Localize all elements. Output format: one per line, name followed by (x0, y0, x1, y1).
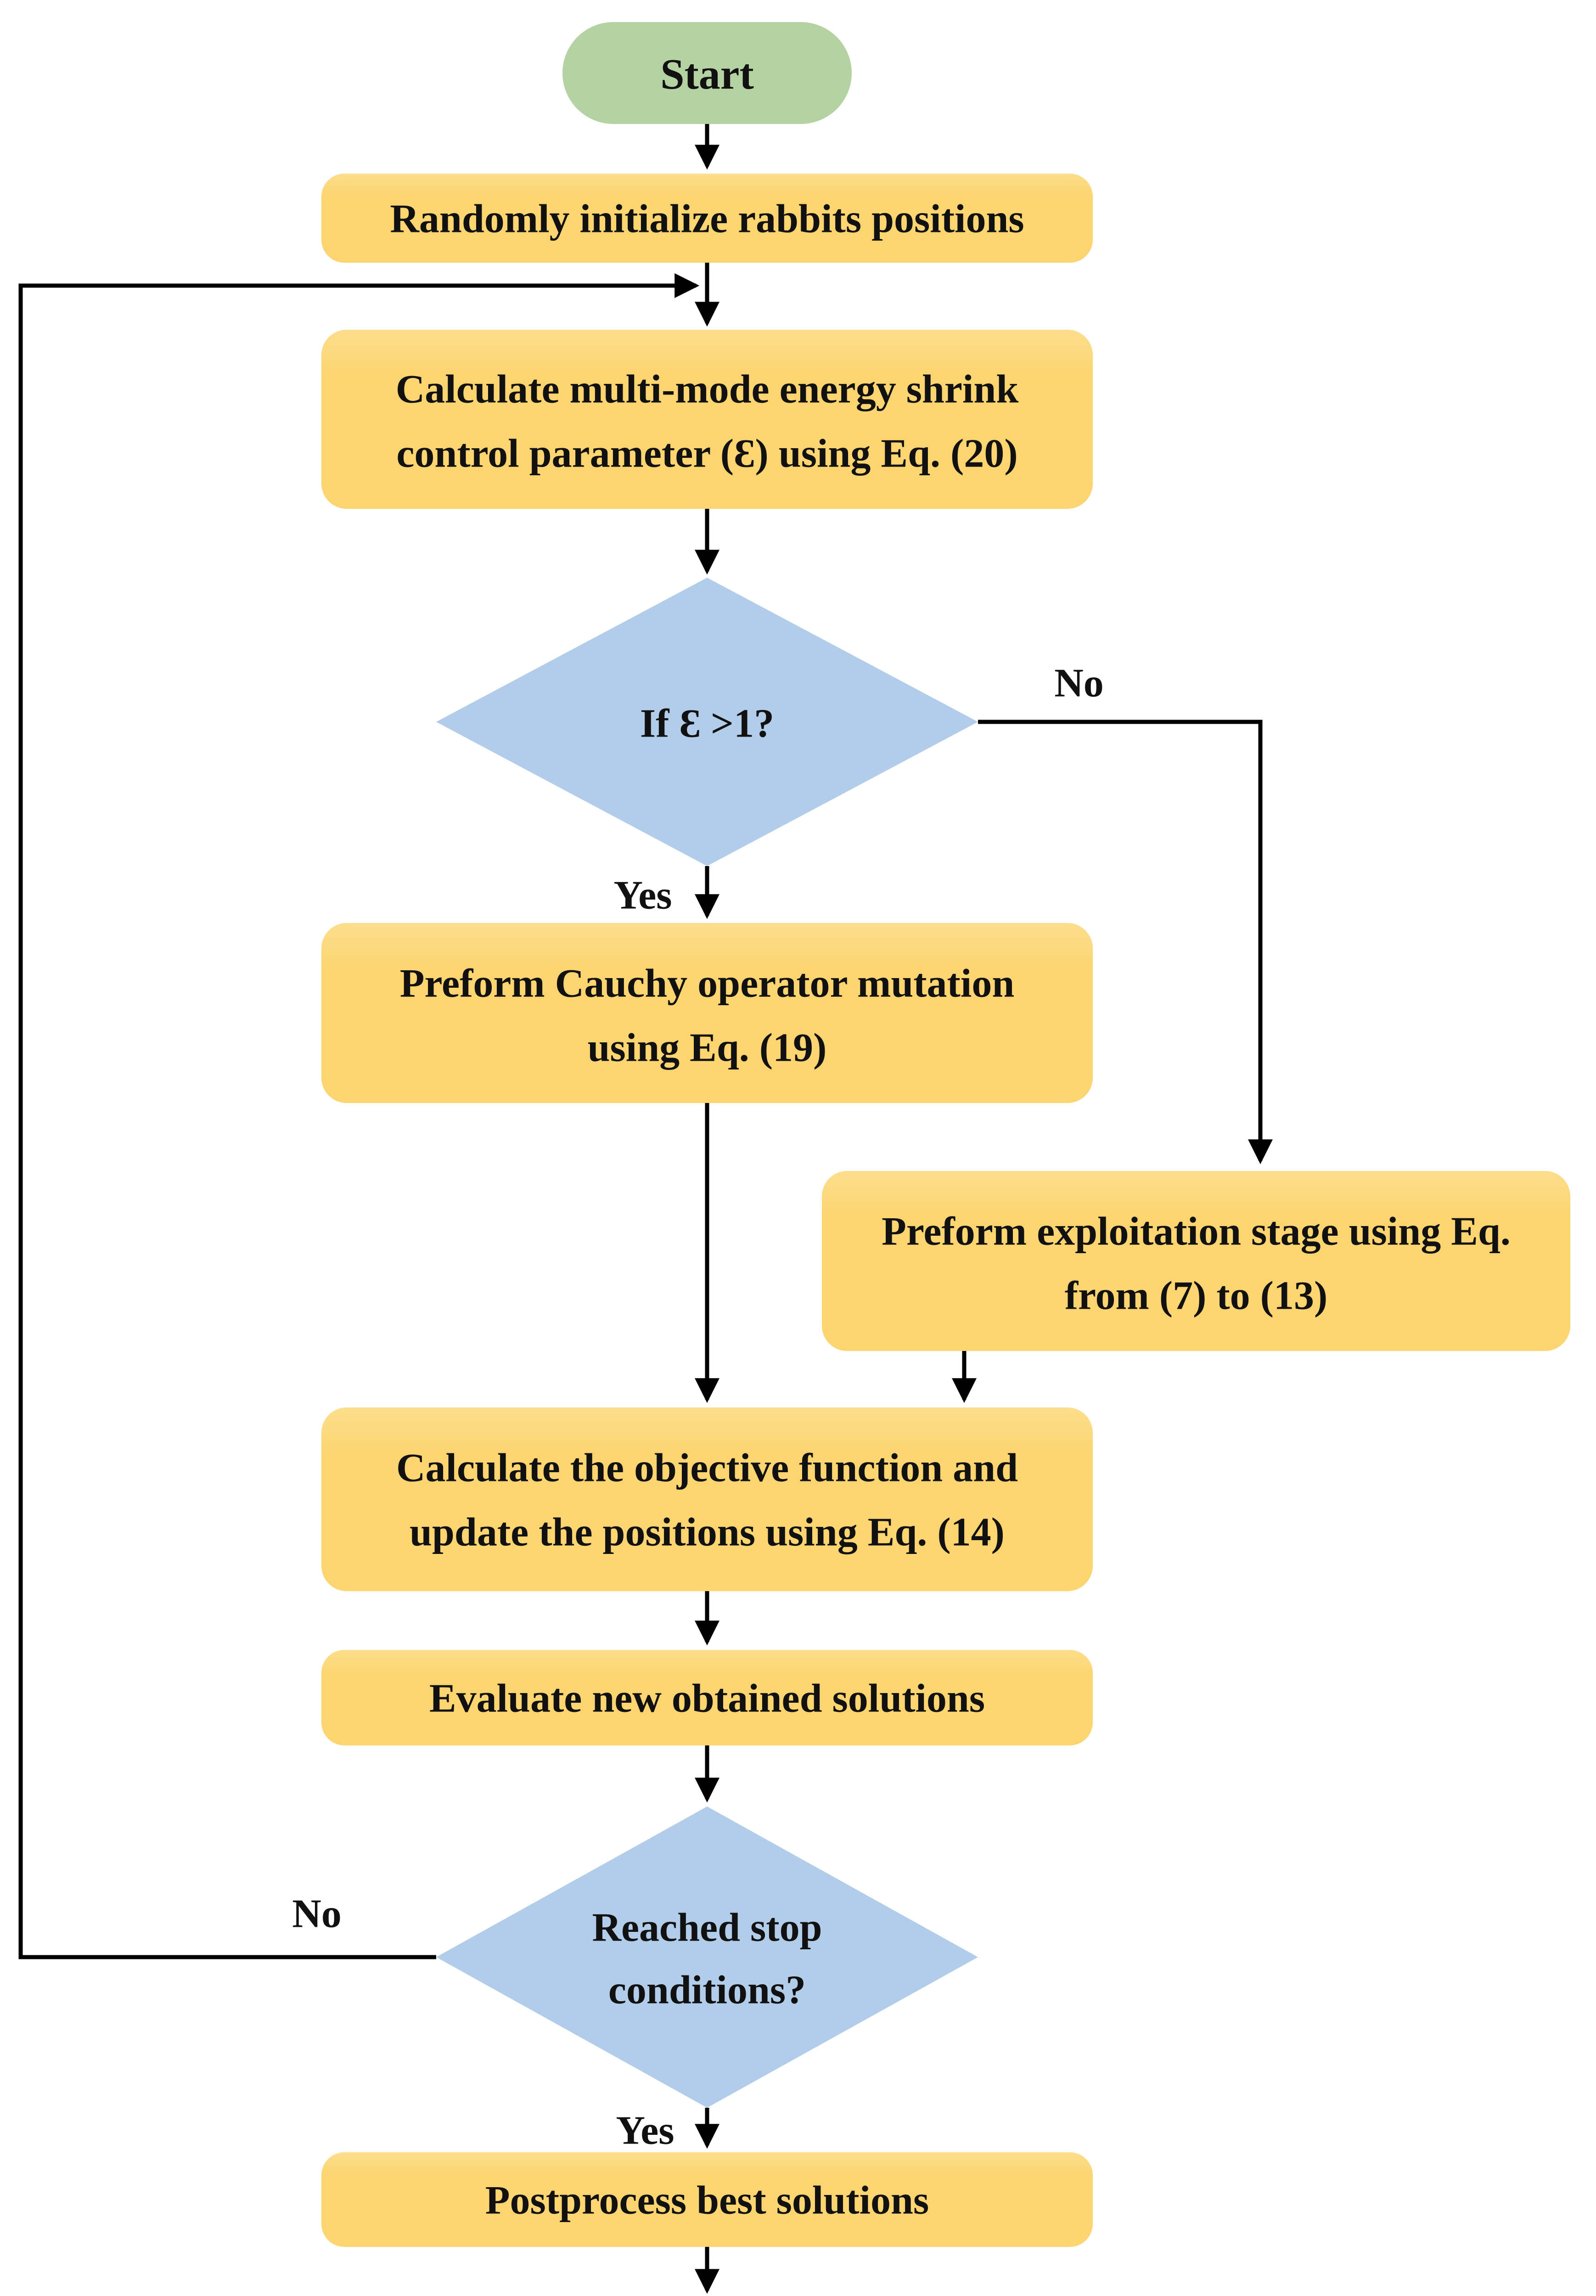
node-objective-label-line1: Calculate the objective function and (396, 1446, 1018, 1491)
node-decision1-label: If Ɛ >1? (640, 702, 774, 746)
node-energy-shape (321, 330, 1093, 509)
edge-decision2-no-loop (18, 273, 700, 1959)
node-cauchy-label-line1: Preform Cauchy operator mutation (400, 962, 1015, 1006)
node-evaluate: Evaluate new obtained solutions (321, 1650, 1093, 1745)
node-decision2: Reached stop conditions? (436, 1806, 978, 2108)
node-energy-label-line2: control parameter (Ɛ) using Eq. (20) (396, 432, 1017, 476)
node-evaluate-label: Evaluate new obtained solutions (429, 1677, 985, 1721)
node-evaluate-shape (321, 1650, 1093, 1745)
node-postprocess-shape (321, 2152, 1093, 2247)
node-cauchy: Preform Cauchy operator mutation using E… (321, 923, 1093, 1103)
node-exploit-label-line1: Preform exploitation stage using Eq. (882, 1210, 1511, 1254)
node-exploit: Preform exploitation stage using Eq. fro… (822, 1171, 1570, 1351)
label-decision1-yes: Yes (613, 873, 672, 918)
node-energy: Calculate multi-mode energy shrink contr… (321, 330, 1093, 509)
node-cauchy-shape (321, 923, 1093, 1103)
node-cauchy-label-line2: using Eq. (19) (588, 1026, 827, 1070)
node-decision2-label-line2: conditions? (608, 1968, 806, 2013)
node-objective-label-line2: update the positions using Eq. (14) (410, 1510, 1005, 1555)
node-init: Randomly initialize rabbits positions (321, 174, 1093, 263)
node-decision1: If Ɛ >1? (436, 578, 978, 866)
node-objective-shape (321, 1407, 1093, 1591)
node-start: Start (562, 22, 852, 124)
node-energy-label-line1: Calculate multi-mode energy shrink (396, 367, 1019, 412)
node-start-shape (562, 22, 852, 124)
node-decision1-shape (436, 578, 978, 866)
node-postprocess-label: Postprocess best solutions (485, 2178, 929, 2223)
label-decision1-no: No (1054, 661, 1104, 706)
node-init-shape (321, 174, 1093, 263)
node-decision2-shape (436, 1806, 978, 2108)
node-exploit-label-line2: from (7) to (13) (1065, 1274, 1328, 1318)
node-objective: Calculate the objective function and upd… (321, 1407, 1093, 1591)
node-decision2-label-line1: Reached stop (592, 1906, 822, 1950)
node-postprocess: Postprocess best solutions (321, 2152, 1093, 2247)
label-decision2-no: No (292, 1892, 342, 1936)
node-start-label: Start (660, 51, 754, 98)
node-init-label: Randomly initialize rabbits positions (390, 197, 1024, 242)
edge-decision1-no-to-exploit (978, 720, 1273, 1165)
node-exploit-shape (822, 1171, 1570, 1351)
label-decision2-yes: Yes (616, 2109, 674, 2153)
